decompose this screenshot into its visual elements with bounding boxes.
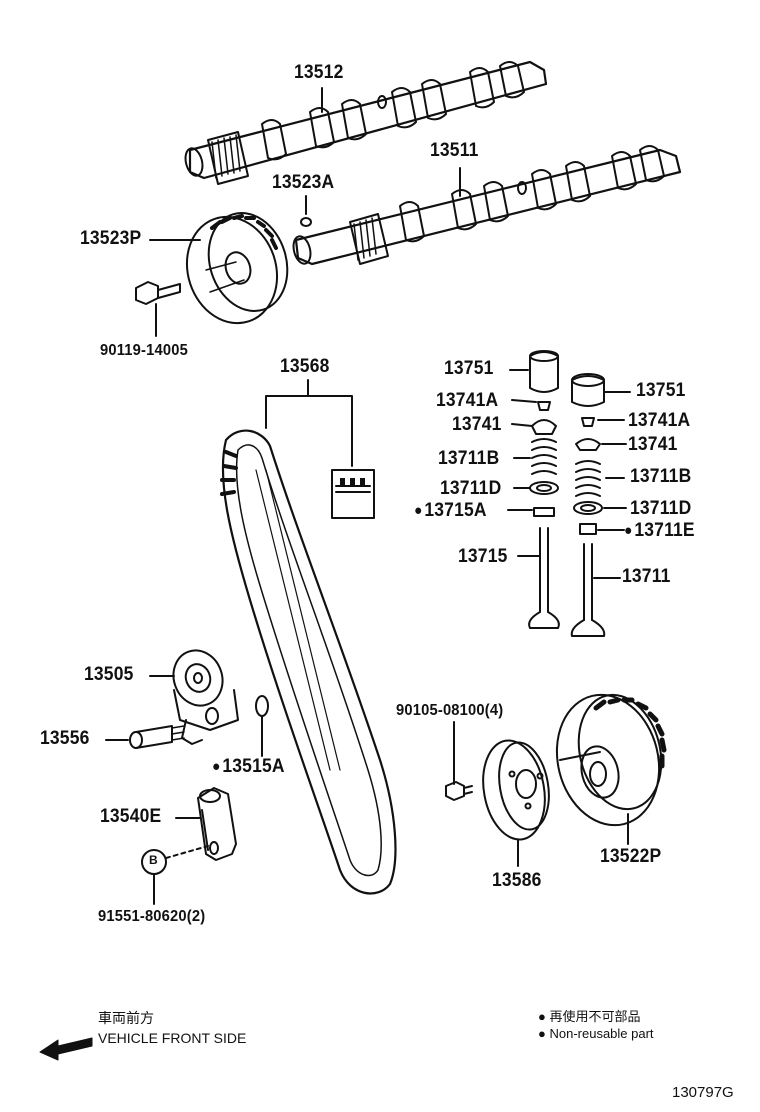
label-13715A: 13715A bbox=[414, 500, 487, 522]
idler-pulley bbox=[172, 649, 239, 745]
direction-label-jp: 車両前方 bbox=[98, 1010, 154, 1026]
ref-line-B bbox=[165, 845, 209, 859]
valve-stack-left bbox=[528, 350, 560, 629]
label-13741-right: 13741 bbox=[628, 434, 678, 455]
pulley-bolt bbox=[135, 281, 181, 305]
ref-letter-B: B bbox=[149, 853, 158, 867]
label-13511: 13511 bbox=[430, 140, 479, 161]
direction-label-en: VEHICLE FRONT SIDE bbox=[98, 1030, 247, 1046]
label-13711D-right: 13711D bbox=[630, 498, 692, 519]
front-arrow-icon bbox=[39, 1037, 93, 1061]
label-13515A: 13515A bbox=[212, 756, 285, 778]
leaders-valve-left bbox=[507, 369, 541, 557]
label-13711: 13711 bbox=[622, 566, 671, 587]
label-13523A: 13523A bbox=[272, 172, 335, 193]
label-13741A-right: 13741A bbox=[628, 410, 691, 431]
label-13741-left: 13741 bbox=[452, 414, 502, 435]
idler-bolt bbox=[129, 725, 185, 749]
valve-stack-right bbox=[570, 373, 606, 637]
label-13711B-left: 13711B bbox=[438, 448, 500, 469]
label-13751-right: 13751 bbox=[636, 380, 686, 401]
leaders-valve-right bbox=[593, 391, 631, 579]
label-13741A-left: 13741A bbox=[436, 390, 499, 411]
label-13523P: 13523P bbox=[80, 228, 142, 249]
legend-dot-icon: ● bbox=[538, 1009, 546, 1024]
crank-timing-pulley bbox=[555, 693, 667, 827]
legend-item-en: ● Non-reusable part bbox=[538, 1026, 654, 1041]
legend-dot-icon: ● bbox=[538, 1026, 546, 1041]
crank-pulley bbox=[482, 739, 550, 841]
label-13522P: 13522P bbox=[600, 846, 662, 867]
leader-13568 bbox=[265, 395, 353, 467]
label-13512: 13512 bbox=[294, 62, 344, 83]
label-90105: 90105-08100(4) bbox=[396, 702, 504, 719]
label-13556: 13556 bbox=[40, 728, 90, 749]
label-90119: 90119-14005 bbox=[100, 342, 188, 359]
label-13540E: 13540E bbox=[100, 806, 162, 827]
label-13715: 13715 bbox=[458, 546, 508, 567]
cam-key bbox=[300, 217, 312, 227]
cam-pulley bbox=[185, 212, 289, 325]
idler-washer bbox=[255, 695, 269, 717]
legend-text-en: Non-reusable part bbox=[549, 1026, 654, 1041]
camshaft-exhaust bbox=[184, 60, 548, 185]
timing-belt bbox=[220, 429, 397, 895]
camshaft-intake bbox=[292, 145, 682, 266]
label-13711E: 13711E bbox=[624, 520, 695, 542]
label-13711B-right: 13711B bbox=[630, 466, 692, 487]
legend-item-jp: ● 再使用不可部品 bbox=[538, 1006, 641, 1025]
belt-section-detail bbox=[331, 469, 375, 519]
label-13568: 13568 bbox=[280, 356, 330, 377]
label-13711D-left: 13711D bbox=[440, 478, 502, 499]
legend-text-jp: 再使用不可部品 bbox=[549, 1009, 641, 1024]
label-13505: 13505 bbox=[84, 664, 134, 685]
figure-id: 130797G bbox=[672, 1084, 734, 1101]
belt-tensioner bbox=[197, 787, 237, 861]
crank-bolt bbox=[445, 781, 473, 801]
label-91551: 91551-80620(2) bbox=[98, 908, 206, 925]
label-13751-left: 13751 bbox=[444, 358, 494, 379]
label-13586: 13586 bbox=[492, 870, 542, 891]
